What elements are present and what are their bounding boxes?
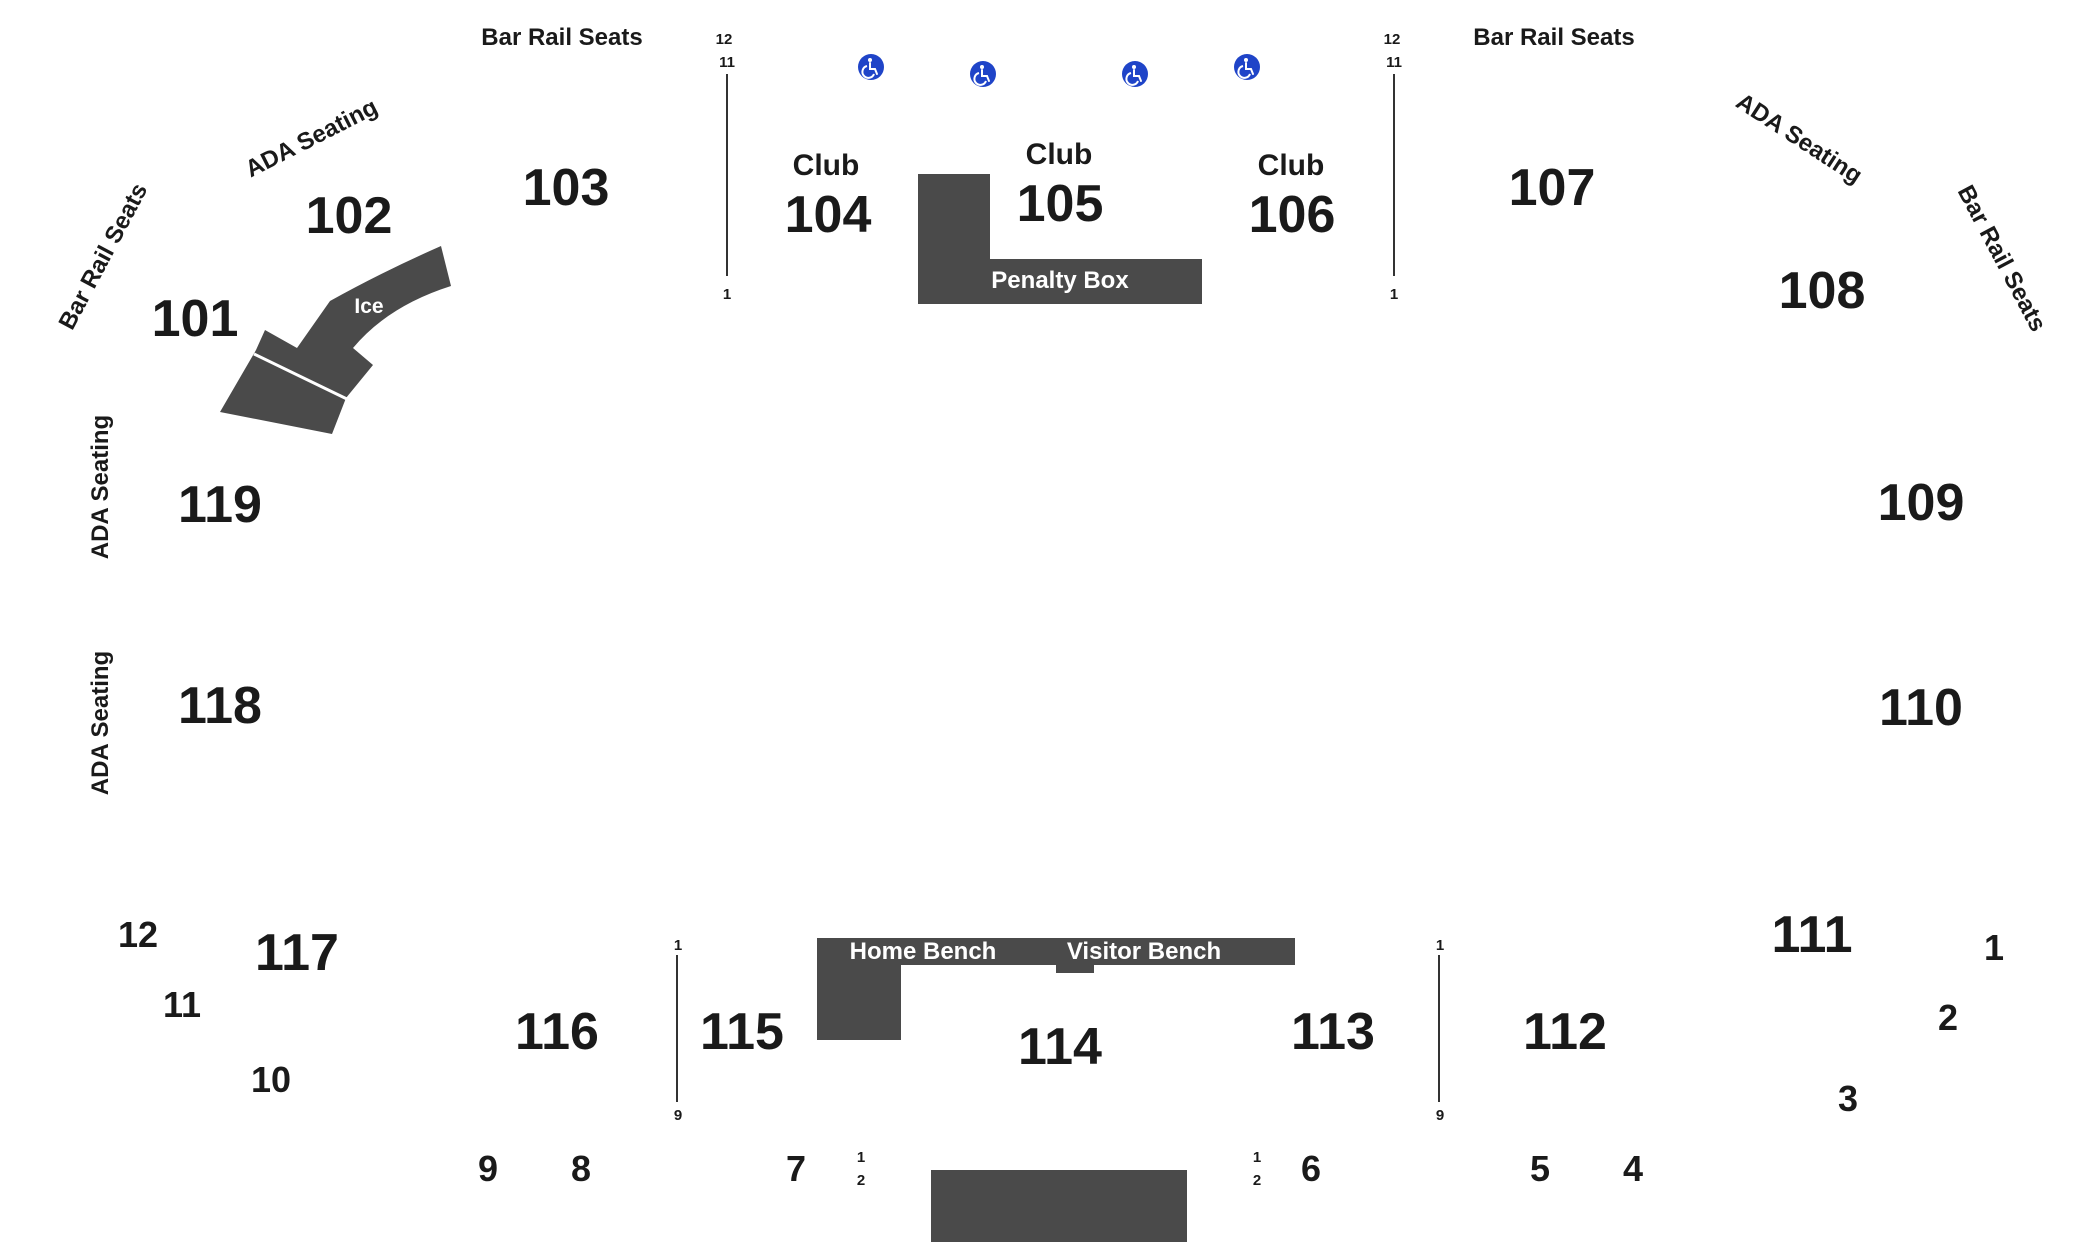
- suite-5[interactable]: 5: [1530, 1148, 1550, 1189]
- section-117[interactable]: 117: [255, 924, 339, 982]
- suite-11[interactable]: 11: [163, 984, 201, 1025]
- section-107[interactable]: 107: [1509, 159, 1596, 217]
- bench-box-lower[interactable]: [931, 1170, 1187, 1242]
- row-number: 12: [716, 31, 733, 48]
- club-label: Club: [1026, 138, 1093, 171]
- section-104[interactable]: 104: [785, 186, 872, 244]
- penalty-box-label: Penalty Box: [991, 267, 1129, 294]
- ada-seating-label: ADA Seating: [87, 415, 114, 559]
- section-102[interactable]: 102: [306, 187, 393, 245]
- row-number: 11: [1386, 54, 1402, 71]
- section-101[interactable]: 101: [152, 290, 239, 348]
- section-106[interactable]: 106: [1249, 186, 1336, 244]
- suite-3[interactable]: 3: [1838, 1078, 1858, 1119]
- suite-8[interactable]: 8: [571, 1148, 591, 1189]
- section-119[interactable]: 119: [178, 476, 262, 534]
- section-113[interactable]: 113: [1291, 1003, 1375, 1061]
- ada-seating-label: ADA Seating: [241, 93, 382, 183]
- row-number: 2: [857, 1172, 865, 1189]
- section-103[interactable]: 103: [523, 159, 610, 217]
- ada-seating-label: ADA Seating: [87, 651, 114, 795]
- suite-6[interactable]: 6: [1301, 1148, 1321, 1189]
- suite-12[interactable]: 12: [118, 914, 158, 955]
- wheelchair-icon: [1122, 61, 1148, 87]
- suite-1[interactable]: 1: [1984, 927, 2004, 968]
- ice-area[interactable]: [220, 246, 451, 434]
- section-116[interactable]: 116: [515, 1003, 599, 1061]
- row-number: 2: [1253, 1172, 1261, 1189]
- ice-label: Ice: [354, 295, 383, 318]
- ice-divider: [253, 352, 350, 402]
- section-112[interactable]: 112: [1523, 1003, 1607, 1061]
- visitor-bench-label: Visitor Bench: [1067, 938, 1221, 965]
- section-114[interactable]: 114: [1018, 1018, 1102, 1076]
- section-118[interactable]: 118: [178, 677, 262, 735]
- section-115[interactable]: 115: [700, 1003, 784, 1061]
- ada-seating-label: ADA Seating: [1731, 88, 1867, 189]
- row-number: 1: [1436, 937, 1444, 954]
- section-111[interactable]: 111: [1771, 906, 1852, 964]
- row-number: 1: [857, 1149, 865, 1166]
- row-number: 1: [1390, 286, 1398, 303]
- wheelchair-icon: [970, 61, 996, 87]
- wheelchair-icon: [858, 54, 884, 80]
- suite-2[interactable]: 2: [1938, 997, 1958, 1038]
- section-108[interactable]: 108: [1779, 262, 1866, 320]
- section-110[interactable]: 110: [1879, 679, 1963, 737]
- bar-rail-seats-label: Bar Rail Seats: [1952, 181, 2052, 336]
- penalty-box-area[interactable]: [918, 174, 1202, 304]
- row-number: 9: [1436, 1107, 1444, 1124]
- club-label: Club: [1258, 149, 1325, 182]
- home-bench-label: Home Bench: [850, 938, 997, 965]
- suite-4[interactable]: 4: [1623, 1148, 1643, 1189]
- section-109[interactable]: 109: [1878, 474, 1965, 532]
- bar-rail-seats-label: Bar Rail Seats: [1473, 24, 1634, 51]
- section-105[interactable]: 105: [1017, 175, 1104, 233]
- row-number: 11: [719, 54, 735, 71]
- row-number: 12: [1384, 31, 1401, 48]
- suite-7[interactable]: 7: [786, 1148, 806, 1189]
- row-number: 9: [674, 1107, 682, 1124]
- club-label: Club: [793, 149, 860, 182]
- bar-rail-seats-label: Bar Rail Seats: [54, 179, 154, 334]
- suite-10[interactable]: 10: [251, 1059, 291, 1100]
- row-number: 1: [723, 286, 731, 303]
- team-bench-area[interactable]: [817, 938, 1295, 1040]
- row-number: 1: [674, 937, 682, 954]
- suite-9[interactable]: 9: [478, 1148, 498, 1189]
- wheelchair-icon: [1234, 54, 1260, 80]
- bar-rail-seats-label: Bar Rail Seats: [481, 24, 642, 51]
- row-number: 1: [1253, 1149, 1261, 1166]
